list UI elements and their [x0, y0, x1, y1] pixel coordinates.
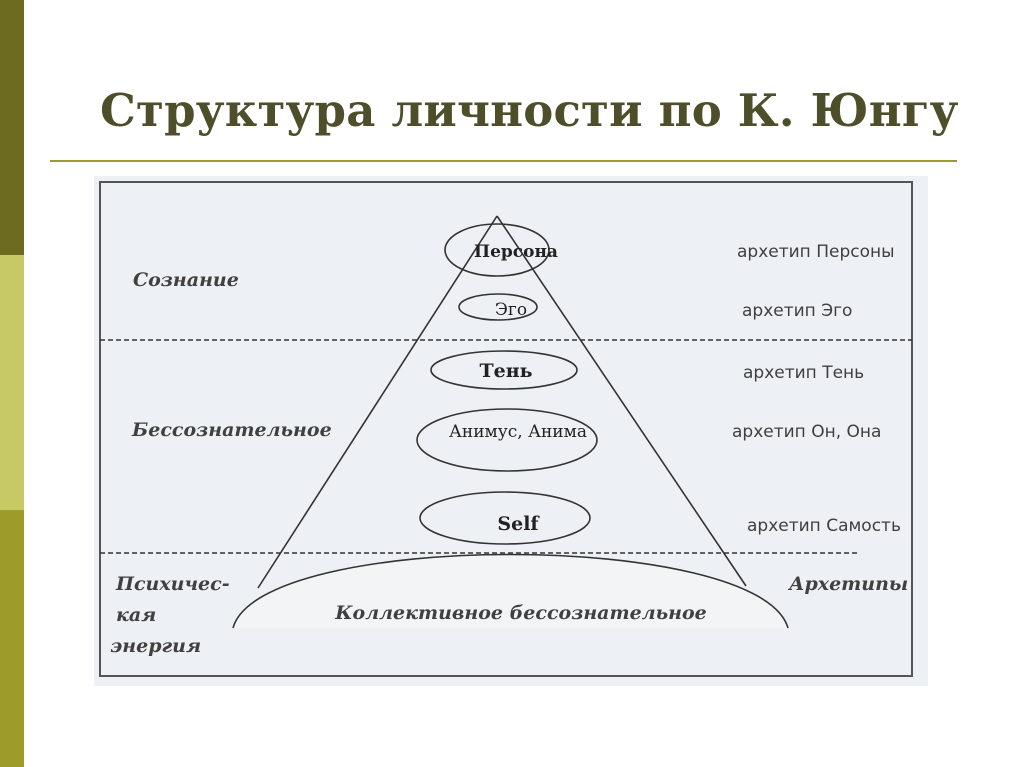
ego-label: Эго — [495, 300, 527, 320]
title-underline — [50, 160, 957, 162]
self-label: Self — [497, 513, 540, 535]
shadow-ellipse — [430, 350, 578, 390]
zone-label-unconscious: Бессознательное — [131, 419, 332, 441]
zone-label-psychic-energy-3: энергия — [110, 635, 201, 657]
archetype-persona-label: архетип Персоны — [737, 242, 895, 262]
zone-label-psychic-energy-1: Психичес- — [115, 573, 230, 595]
ego-ellipse — [458, 293, 538, 321]
sidebar-block-mid — [0, 510, 24, 767]
sidebar-block-dark — [0, 0, 24, 255]
zone-label-psychic-energy-2: кая — [116, 604, 156, 626]
pyramid-left-edge — [257, 215, 498, 589]
self-ellipse — [419, 491, 591, 545]
sidebar-block-light — [0, 255, 24, 510]
diagram-frame — [99, 181, 913, 677]
persona-label: Персона — [474, 242, 558, 262]
zone-label-consciousness: Сознание — [133, 269, 239, 291]
archetype-self-label: архетип Самость — [747, 516, 901, 536]
animus-anima-ellipse — [416, 408, 598, 472]
shadow-label: Тень — [479, 360, 532, 382]
animus-anima-label: Анимус, Анима — [449, 422, 587, 442]
collective-unconscious-label: Коллективное бессознательное — [334, 602, 707, 624]
persona-ellipse — [444, 223, 550, 277]
sidebar-decoration — [0, 0, 24, 767]
archetypes-label: Архетипы — [787, 573, 908, 595]
archetype-ego-label: архетип Эго — [742, 301, 852, 321]
archetype-shadow-label: архетип Тень — [743, 363, 864, 383]
archetype-animus-anima-label: архетип Он, Она — [732, 422, 881, 442]
slide-title: Структура личности по К. Юнгу — [100, 84, 959, 137]
pyramid-right-edge — [496, 215, 747, 587]
collective-unconscious-dome — [232, 553, 789, 629]
